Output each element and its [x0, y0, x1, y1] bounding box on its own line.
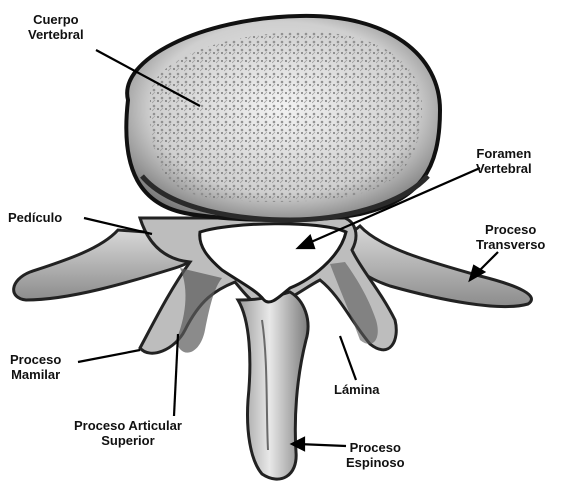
leader-lamina: [340, 336, 356, 380]
leader-articular: [174, 334, 178, 416]
leader-espinoso: [298, 444, 346, 446]
label-cuerpo-line2: Vertebral: [28, 27, 84, 42]
label-mamilar-line1: Proceso: [10, 352, 61, 367]
label-cuerpo-line1: Cuerpo: [28, 12, 84, 27]
spinous-process: [238, 292, 308, 479]
label-foramen-vertebral: Foramen Vertebral: [476, 146, 532, 176]
label-articular-line2: Superior: [74, 433, 182, 448]
label-proceso-articular-superior: Proceso Articular Superior: [74, 418, 182, 448]
label-mamilar-line2: Mamilar: [10, 367, 61, 382]
label-proceso-espinoso: Proceso Espinoso: [346, 440, 405, 470]
label-transverso-line2: Transverso: [476, 237, 545, 252]
label-espinoso-line2: Espinoso: [346, 455, 405, 470]
label-foramen-line2: Vertebral: [476, 161, 532, 176]
label-transverso-line1: Proceso: [476, 222, 545, 237]
leader-mamilar: [78, 350, 140, 362]
vertebral-body: [126, 16, 440, 220]
label-pediculo: Pedículo: [8, 210, 62, 225]
label-proceso-transverso: Proceso Transverso: [476, 222, 545, 252]
label-foramen-line1: Foramen: [476, 146, 532, 161]
label-lamina-line1: Lámina: [334, 382, 380, 397]
label-proceso-mamilar: Proceso Mamilar: [10, 352, 61, 382]
label-pediculo-line1: Pedículo: [8, 210, 62, 225]
label-lamina: Lámina: [334, 382, 380, 397]
label-cuerpo-vertebral: Cuerpo Vertebral: [28, 12, 84, 42]
label-articular-line1: Proceso Articular: [74, 418, 182, 433]
label-espinoso-line1: Proceso: [346, 440, 405, 455]
